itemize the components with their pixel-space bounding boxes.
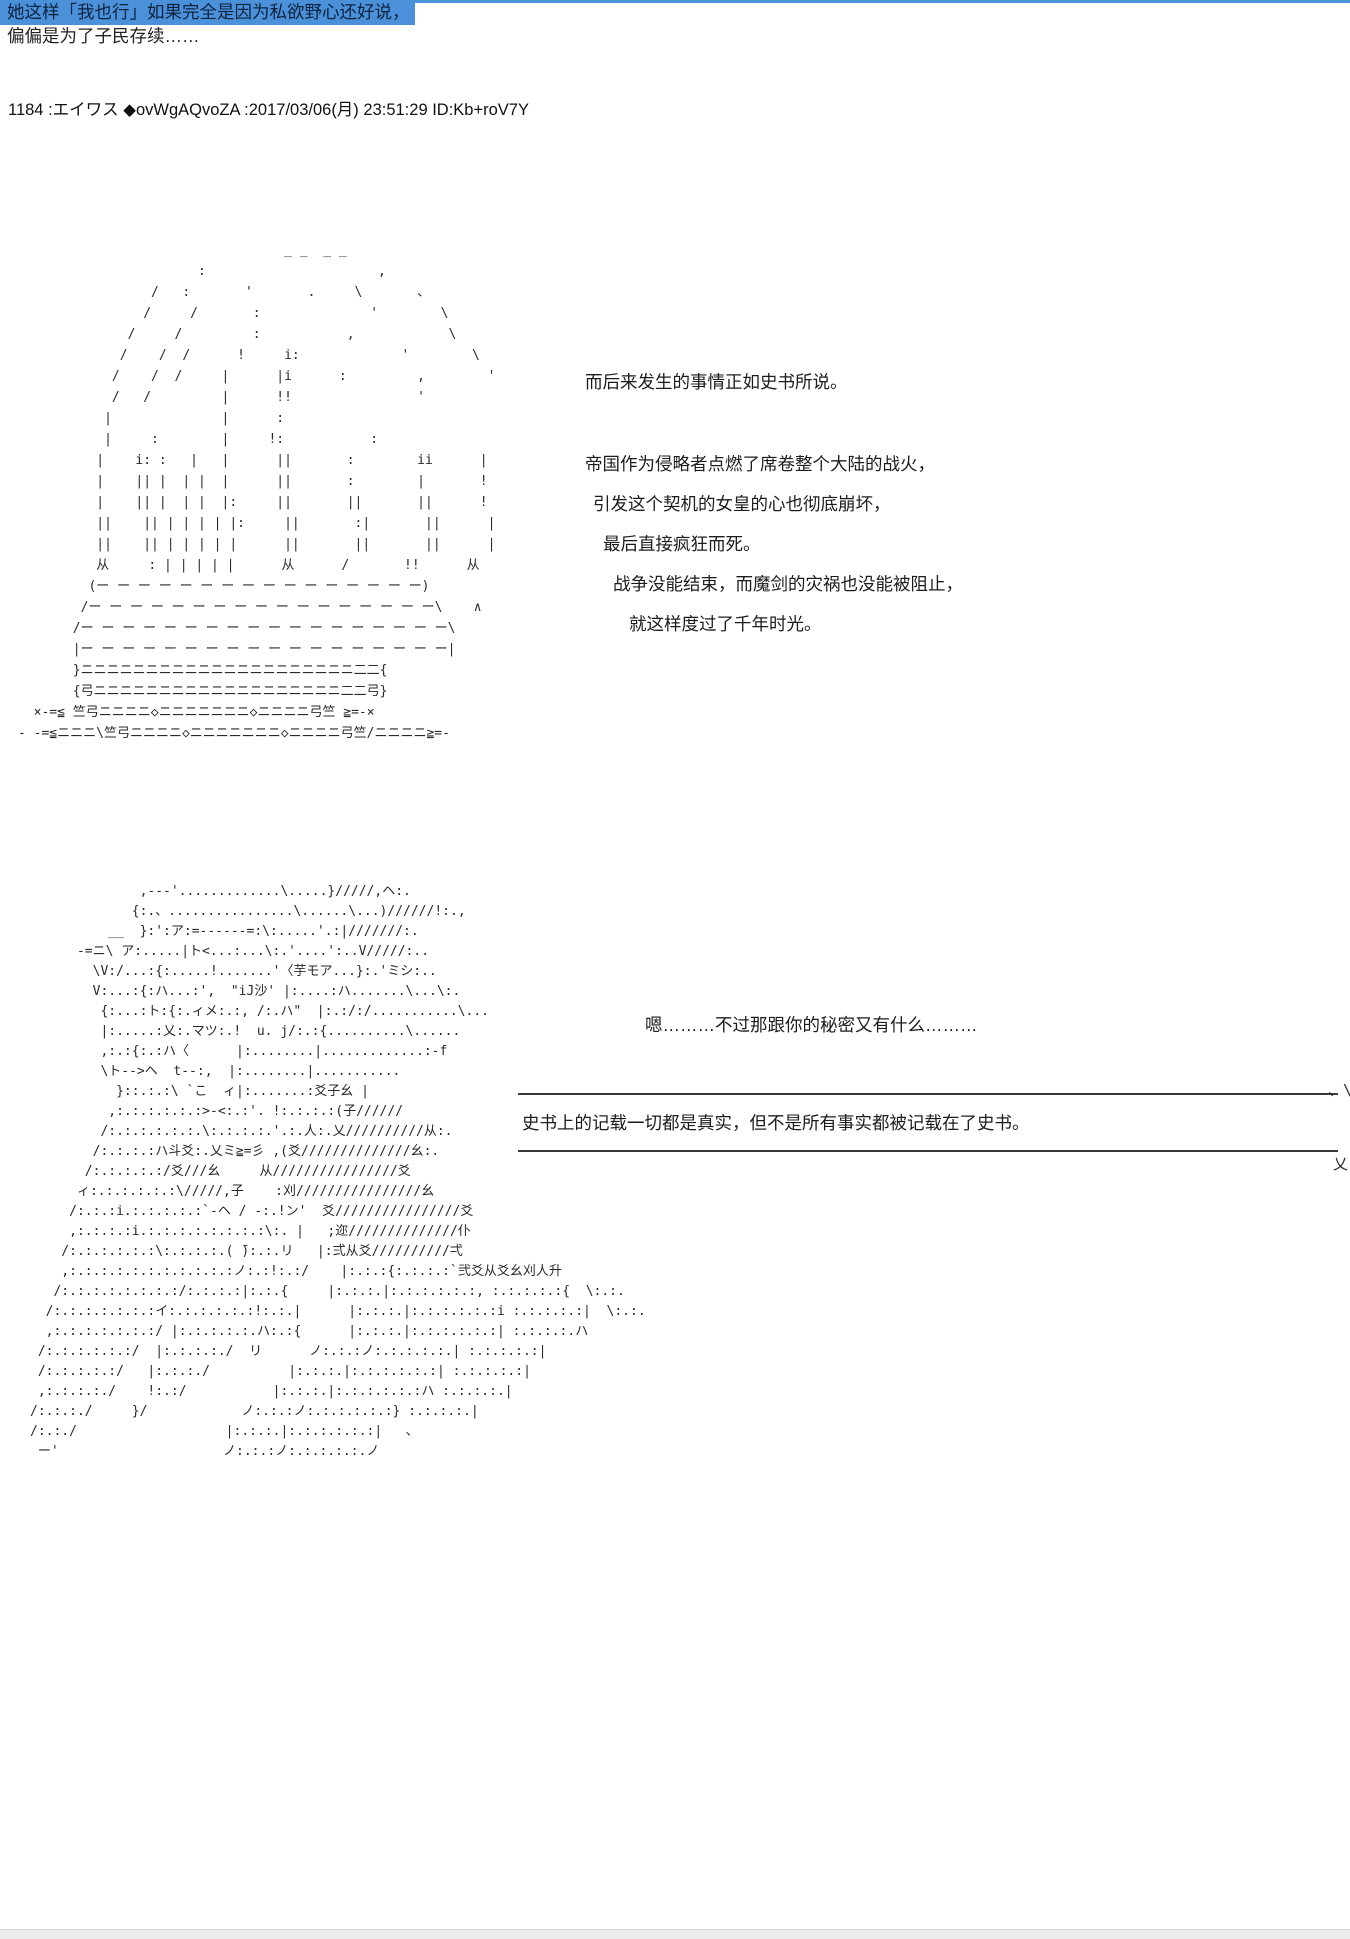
quote-line-2: 偏偏是为了子民存续……: [7, 26, 200, 46]
post-header: 1184 :エイワス ◆ovWgAQvoZA :2017/03/06(月) 23…: [8, 96, 529, 120]
post-datetime: 2017/03/06(月) 23:51:29: [248, 101, 433, 119]
dialogue-line: 嗯………不过那跟你的秘密又有什么………: [645, 1015, 978, 1035]
ascii-art-pavilion: _ _ _ _ : , / : ' . \ 、 / / : ' \ / / :: [18, 243, 496, 741]
narration-line: 帝国作为侵略者点燃了席卷整个大陆的战火，: [585, 454, 935, 474]
quote-line-1: 她这样「我也行」如果完全是因为私欲野心还好说，: [0, 0, 415, 25]
post-tripcode: ◆ovWgAQvoZA: [123, 101, 245, 119]
selection-highlight-bar: [0, 0, 1350, 3]
narration-line: 而后来发生的事情正如史书所说。: [585, 372, 848, 392]
post-number: 1184: [8, 101, 44, 119]
post-colon-2: :: [244, 101, 249, 119]
callout-text: 史书上的记载一切都是真实，但不是所有事实都被记载在了史书。: [522, 1113, 1030, 1133]
post-colon-1: :: [43, 101, 53, 119]
page-bottom-edge: [0, 1929, 1350, 1939]
narration-line: 就这样度过了千年时光。: [629, 614, 822, 634]
narration-block: 而后来发生的事情正如史书所说。 帝国作为侵略者点燃了席卷整个大陆的战火， 引发这…: [585, 370, 963, 652]
post-author-name: エイワス: [52, 101, 124, 119]
callout-decoration-top: 、\: [1327, 1081, 1350, 1099]
post-id: ID:Kb+roV7Y: [432, 101, 529, 119]
narration-line: 引发这个契机的女皇的心也彻底崩坏，: [593, 494, 891, 514]
callout-decoration-bottom: 乂: [1332, 1155, 1348, 1173]
ascii-art-character: ,--‐'.............\.....}/////,ヘ:. {:.、.…: [30, 884, 646, 1459]
narration-line: 战争没能结束，而魔剑的灾祸也没能被阻止，: [613, 574, 963, 594]
narration-line: 最后直接疯狂而死。: [603, 534, 761, 554]
speech-callout: 、\ 史书上的记载一切都是真实，但不是所有事实都被记载在了史书。 乂: [518, 1081, 1350, 1173]
